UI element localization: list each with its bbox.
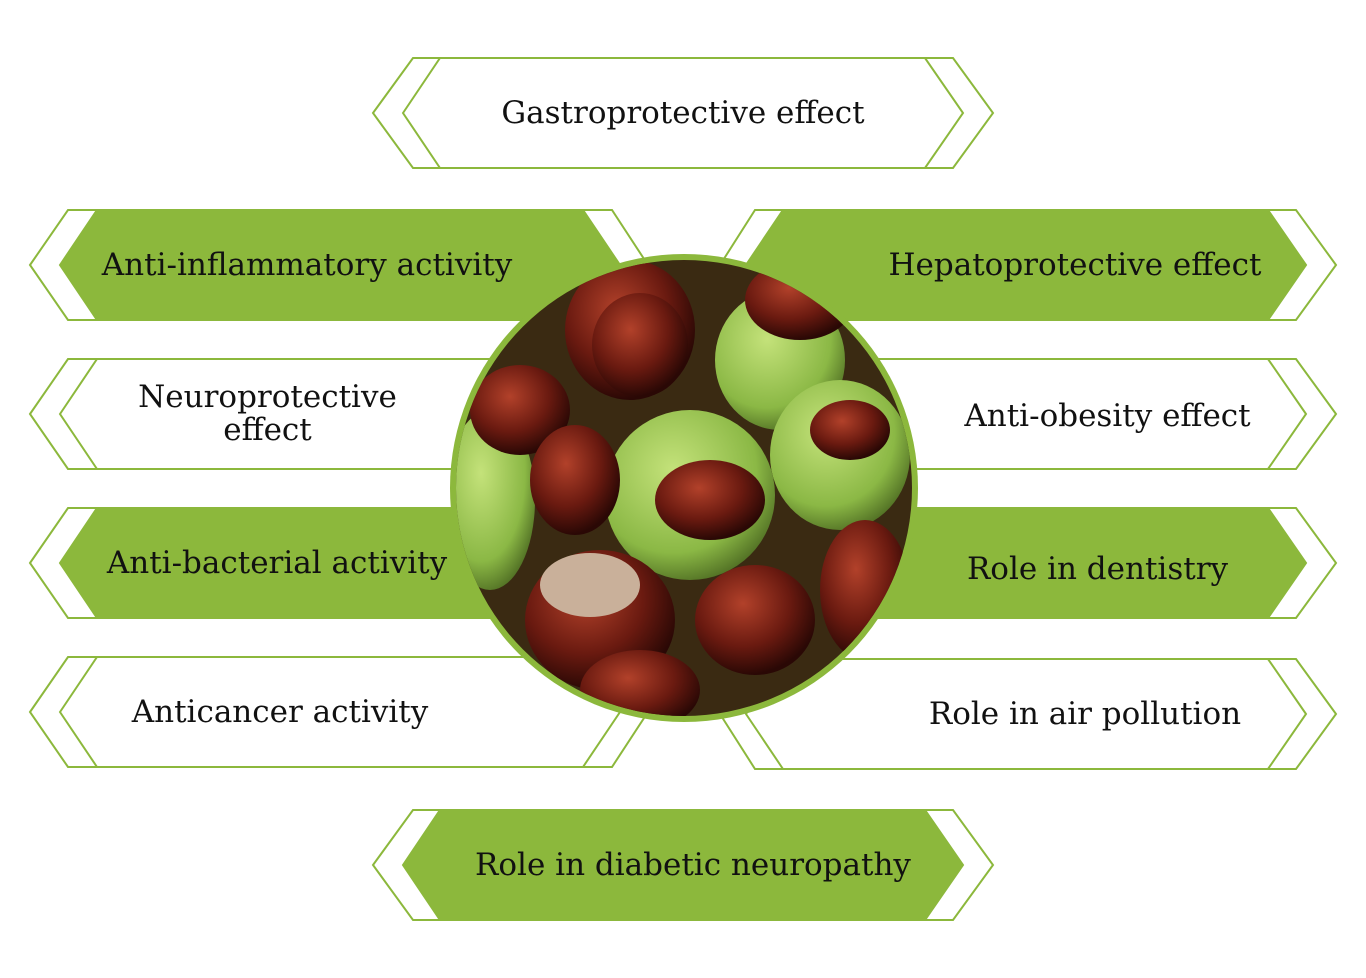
chestnut <box>530 425 620 535</box>
item-hepatoprotective: Hepatoprotective effect <box>888 246 1262 283</box>
chestnut-husk <box>456 410 535 590</box>
item-anticancer: Anticancer activity <box>131 693 429 730</box>
item-anti-bacterial: Anti-bacterial activity <box>106 544 448 581</box>
item-neuroprotective: Neuroprotective effect <box>138 379 397 448</box>
item-gastroprotective: Gastroprotective effect <box>501 94 865 131</box>
chestnut <box>810 400 890 460</box>
chestnuts-photo <box>456 260 912 716</box>
item-anti-obesity: Anti-obesity effect <box>964 397 1251 434</box>
item-anti-inflammatory: Anti-inflammatory activity <box>101 246 513 283</box>
item-air-pollution: Role in air pollution <box>928 695 1242 732</box>
chestnut <box>695 565 815 675</box>
chestnut <box>655 460 765 540</box>
chestnut <box>592 293 688 397</box>
arrow-body <box>744 658 1308 770</box>
chestnut-scar <box>540 553 640 617</box>
item-dentistry: Role in dentistry <box>966 550 1229 587</box>
chestnut <box>470 365 570 455</box>
arrow-body <box>401 809 965 921</box>
arrow-body <box>401 57 965 169</box>
item-diabetic-neuropathy: Role in diabetic neuropathy <box>475 846 911 883</box>
